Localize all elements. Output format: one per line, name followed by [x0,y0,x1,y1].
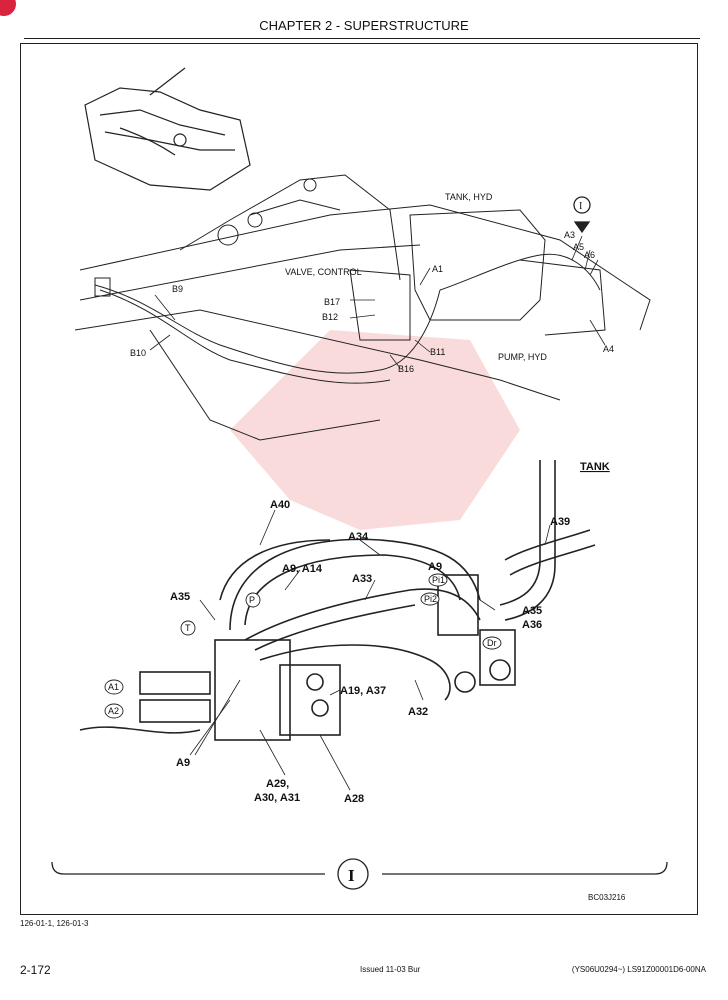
inset-machine-drawing [84,67,251,191]
label-a6: A6 [584,250,595,260]
port-a2-label: A2 [108,706,119,716]
diagram-frame [20,43,698,915]
page-title: CHAPTER 2 - SUPERSTRUCTURE [259,18,469,33]
figure-code: BC03J216 [588,893,626,902]
label-a9-a14: A9, A14 [282,563,323,575]
label-a19-a37: A19, A37 [340,685,386,697]
label-pump-hyd: PUMP, HYD [498,352,547,362]
detail-marker-bottom: I [348,866,355,885]
watermark-logo [230,330,520,530]
label-a4: A4 [603,344,614,354]
label-a34: A34 [348,531,369,543]
valve-detail-drawing [79,460,596,741]
label-a28: A28 [344,793,364,805]
label-tank: TANK [580,461,610,473]
label-b10: B10 [130,348,146,358]
label-a36: A36 [522,619,542,631]
label-a9-top: A9 [428,561,442,573]
label-b11: B11 [430,347,445,357]
corner-mark [0,0,16,16]
label-a1: A1 [432,264,443,274]
label-tank-hyd: TANK, HYD [445,192,493,202]
superstructure-drawing [74,174,651,441]
port-dr-label: Dr [487,638,497,648]
label-a3: A3 [564,230,575,240]
port-markers [104,573,502,719]
label-a35-right: A35 [522,605,542,617]
label-a9-bottom: A9 [176,757,190,769]
footer-reference: 126-01-1, 126-01-3 [20,919,89,928]
document-code: (YS06U0294~) LS91Z00001D6-00NA [571,965,706,974]
label-a30-a31: A30, A31 [254,792,300,804]
label-a32: A32 [408,706,428,718]
label-b9: B9 [172,284,183,294]
label-a5: A5 [573,242,584,252]
port-t-label: T [185,623,191,633]
label-b17: B17 [324,297,340,307]
label-a39: A39 [550,516,570,528]
label-b16: B16 [398,364,414,374]
port-pi1-label: Pi1 [432,575,445,585]
port-a1-label: A1 [108,682,119,692]
issue-info: Issued 11-03 Bur [360,965,421,974]
port-p-label: P [249,595,255,605]
label-a33: A33 [352,573,372,585]
detail-marker-top: I [579,201,582,212]
page-number: 2-172 [20,963,51,977]
label-a40: A40 [270,499,290,511]
label-valve-control: VALVE, CONTROL [285,267,362,277]
detail-bracket [51,196,668,890]
label-a29: A29, [266,778,289,790]
leader-lines [149,235,606,791]
header-rule [24,38,700,39]
label-a35-left: A35 [170,591,190,603]
label-b12: B12 [322,312,338,322]
port-pi2-label: Pi2 [424,594,437,604]
